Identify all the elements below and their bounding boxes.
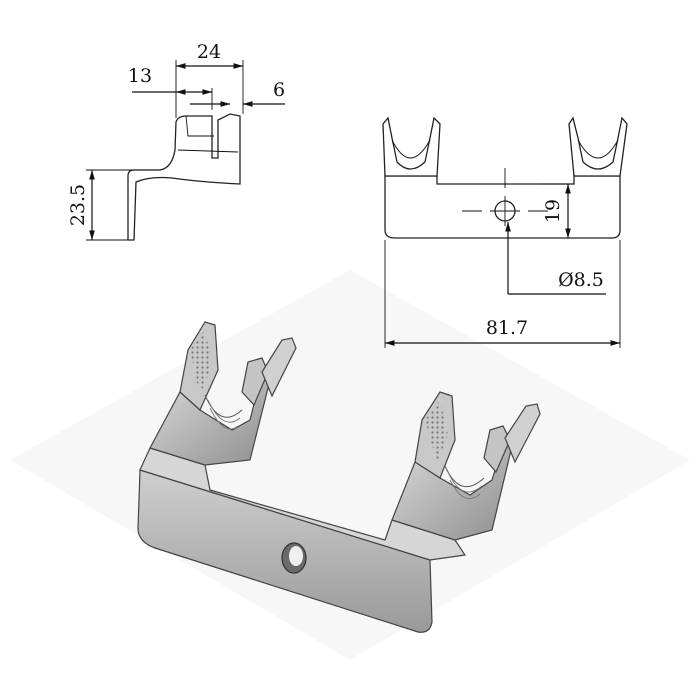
dim-24-label: 24 (197, 41, 221, 63)
front-view-left-clip (382, 116, 441, 177)
side-view-profile (127, 113, 241, 241)
iso-right-clip-jaw-c (504, 403, 541, 464)
dim-hole-label: Ø8.5 (558, 269, 604, 291)
dim-81-7-label: 81.7 (486, 317, 528, 339)
iso-right-clip-jaw-b (483, 425, 511, 474)
side-view-edge (177, 149, 239, 153)
dim-13-label: 13 (128, 65, 152, 87)
isometric-view (137, 321, 541, 633)
iso-left-clip-jaw-c (261, 337, 297, 398)
dim-6-label: 6 (273, 79, 285, 101)
dim-19-label: 19 (542, 199, 564, 223)
front-view: 19 Ø8.5 81.7 (382, 116, 628, 348)
side-view-edge (185, 115, 214, 137)
front-view-right-clip (568, 116, 628, 177)
side-view: 24 13 6 23.5 (67, 41, 285, 241)
dim-23-5-label: 23.5 (67, 184, 89, 226)
background-diamond (10, 270, 690, 660)
iso-left-clip-jaw-b (241, 357, 269, 407)
